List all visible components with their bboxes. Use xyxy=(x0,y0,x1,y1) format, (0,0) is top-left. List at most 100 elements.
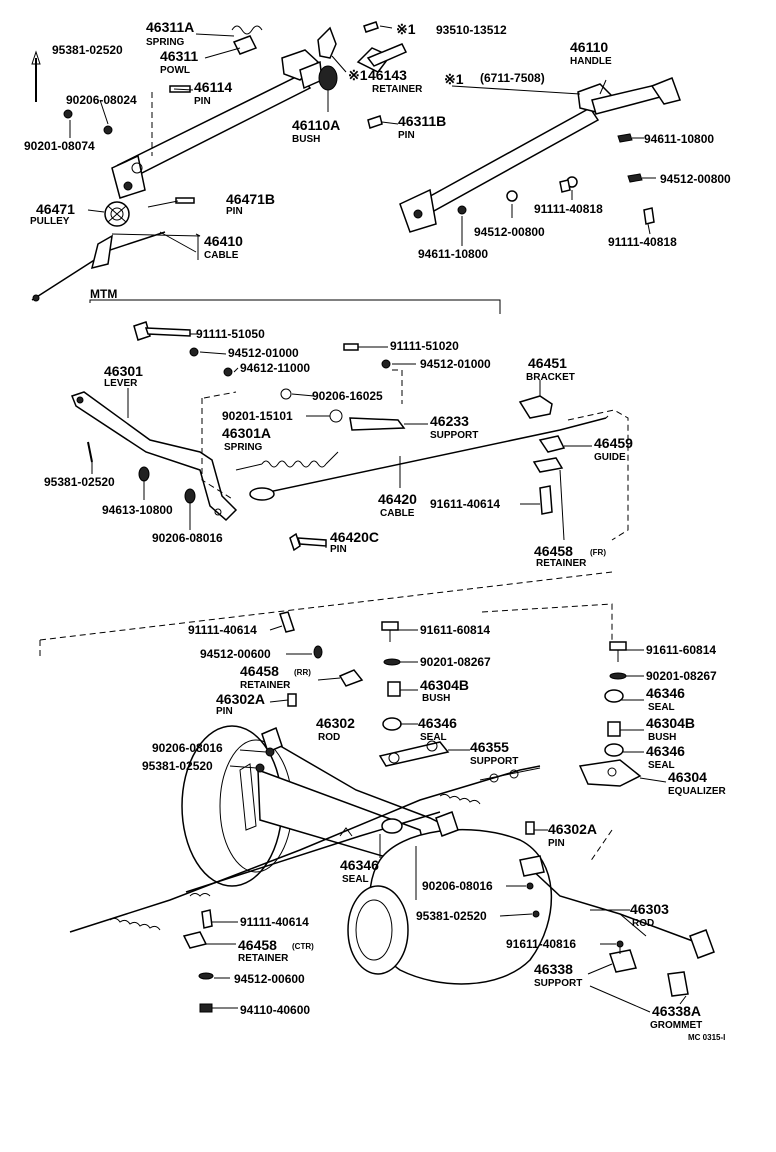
label-bolt-91111-40614-a: 91111-40614 xyxy=(188,623,257,637)
label-p-95381-02520-a: 95381-02520 xyxy=(142,759,213,773)
label-support-no: 46233 xyxy=(430,413,469,429)
label-r-94611-b: 94611-10800 xyxy=(418,247,488,261)
label-w-90206-08016-b: 90206-08016 xyxy=(422,879,493,893)
label-spring-no-mtm: 46301A xyxy=(222,425,271,441)
label-screw-no: 93510-13512 xyxy=(436,23,507,37)
leaders-bottom xyxy=(206,625,687,1013)
label-lever-name: LEVER xyxy=(104,378,138,389)
label-w-90201-08267-b: 90201-08267 xyxy=(646,669,717,683)
label-retainer-fr-no: 46458 xyxy=(534,543,573,559)
label-bracket-name: BRACKET xyxy=(526,372,575,383)
handle-assembly-right xyxy=(399,77,681,246)
label-r-91111-a: 91111-40818 xyxy=(534,202,603,216)
label-r-94512-a: 94512-00800 xyxy=(660,172,731,186)
labels-mtm: 91111-51050 94512-01000 94612-11000 9111… xyxy=(44,327,633,569)
label-lever-no: 46301 xyxy=(104,363,143,379)
label-guide-no: 46459 xyxy=(594,435,633,451)
leaders-mtm xyxy=(91,333,592,548)
label-w-90206-08016-a: 90206-08016 xyxy=(152,741,223,755)
label-handle-name: HANDLE xyxy=(570,56,612,67)
label-powl-name: POWL xyxy=(160,65,190,76)
label-bolt-91611-40816: 91611-40816 xyxy=(506,937,576,951)
label-p-95381-02520-b: 95381-02520 xyxy=(416,909,487,923)
label-w-94612-11000: 94612-11000 xyxy=(240,361,310,375)
label-w-90201-08267-a: 90201-08267 xyxy=(420,655,491,669)
label-retainer-no: 46143 xyxy=(368,67,407,83)
label-guide-name: GUIDE xyxy=(594,452,626,463)
label-seal-c-no: 46346 xyxy=(646,743,685,759)
label-rod-b-name: ROD xyxy=(632,918,654,929)
label-w-90206-16025: 90206-16025 xyxy=(312,389,383,403)
label-pin-46114-no: 46114 xyxy=(194,79,232,95)
bottom-assembly xyxy=(39,571,715,1013)
label-seal-a-name: SEAL xyxy=(648,702,675,713)
mtm-bracket: MTM xyxy=(89,287,501,314)
label-seal-b-name: SEAL xyxy=(420,732,447,743)
label-retainer-rr-no: 46458 xyxy=(240,663,279,679)
label-nut-94110-40600: 94110-40600 xyxy=(240,1003,310,1017)
label-cable-no-mtm: 46420 xyxy=(378,491,417,507)
label-equalizer-no: 46304 xyxy=(668,769,707,785)
label-note-range: (6711-7508) xyxy=(480,71,545,85)
label-powl-no: 46311 xyxy=(160,48,198,64)
label-arrow-part: 95381-02520 xyxy=(52,43,123,57)
label-bolt-91111-40614-b: 91111-40614 xyxy=(240,915,309,929)
labels-bottom: 91111-40614 91611-60814 91611-60814 9451… xyxy=(142,623,727,1042)
label-retainer-name: RETAINER xyxy=(372,84,423,95)
label-retainer-ctr-tag: (CTR) xyxy=(292,942,314,951)
leaders-top xyxy=(69,25,656,260)
label-w-90201-15101: 90201-15101 xyxy=(222,409,293,423)
mtm-parts xyxy=(71,321,629,552)
label-pin-a-no: 46302A xyxy=(216,691,265,707)
label-bolt-91611-60814-b: 91611-60814 xyxy=(646,643,716,657)
label-r-91111-b: 91111-40818 xyxy=(608,235,677,249)
label-bush-name: BUSH xyxy=(292,134,320,145)
label-pin-b-no: 46302A xyxy=(548,821,597,837)
label-pin-46471b-name: PIN xyxy=(226,206,243,217)
label-r-94611-a: 94611-10800 xyxy=(644,132,714,146)
label-screw-mark: ※1 xyxy=(396,21,416,37)
label-r-94512-b: 94512-00800 xyxy=(474,225,545,239)
label-bolt-91611-40614: 91611-40614 xyxy=(430,497,500,511)
label-support-name: SUPPORT xyxy=(430,430,478,441)
label-grommet-name: GROMMET xyxy=(650,1020,702,1031)
label-pulley-no: 46471 xyxy=(36,201,75,217)
label-bolt-91611-60814-a: 91611-60814 xyxy=(420,623,490,637)
label-bracket-no: 46451 xyxy=(528,355,567,371)
label-retainer-ctr-no: 46458 xyxy=(238,937,277,953)
label-seal-c-name: SEAL xyxy=(648,760,675,771)
label-bush-b-name: BUSH xyxy=(648,732,676,743)
label-washer-a: 90206-08024 xyxy=(66,93,137,107)
label-bolt-51050: 91111-51050 xyxy=(196,327,265,341)
label-pin-46420c-name: PIN xyxy=(330,544,347,555)
label-pin-46114-name: PIN xyxy=(194,96,211,107)
label-w-94512-01000-b: 94512-01000 xyxy=(420,357,491,371)
label-retainer-rr-tag: (RR) xyxy=(294,668,311,677)
label-rod-no: 46302 xyxy=(316,715,355,731)
label-pin-46420c-no: 46420C xyxy=(330,529,379,545)
label-rod-name: ROD xyxy=(318,732,340,743)
label-retainer-fr-tag: (FR) xyxy=(590,548,606,557)
label-bush-a-name: BUSH xyxy=(422,693,450,704)
label-retainer-ctr-name: RETAINER xyxy=(238,953,289,964)
label-w-94512-00600-b: 94512-00600 xyxy=(234,972,305,986)
label-spring-name: SPRING xyxy=(146,37,185,48)
label-w-94512-00600-a: 94512-00600 xyxy=(200,647,271,661)
label-cable-name: CABLE xyxy=(204,250,239,261)
label-equalizer-name: EQUALIZER xyxy=(668,786,727,797)
label-support-name-b: SUPPORT xyxy=(470,756,518,767)
label-bush-a-no: 46304B xyxy=(420,677,469,693)
label-note-mark: ※1 xyxy=(444,71,464,87)
label-cable-no: 46410 xyxy=(204,233,243,249)
label-cable-name-mtm: CABLE xyxy=(380,508,415,519)
label-grommet-no: 46338A xyxy=(652,1003,701,1019)
label-support-b-name: SUPPORT xyxy=(534,978,582,989)
labels-top: 46311A SPRING 46311 POWL 46114 PIN 46110… xyxy=(24,19,731,261)
label-seal-d-name: SEAL xyxy=(342,874,369,885)
label-pulley-name: PULLEY xyxy=(30,216,70,227)
label-support-b-no: 46338 xyxy=(534,961,573,977)
label-pin-95381-mtm: 95381-02520 xyxy=(44,475,115,489)
label-w-90206-08016-mtm: 90206-08016 xyxy=(152,531,223,545)
label-spring-name-mtm: SPRING xyxy=(224,442,263,453)
